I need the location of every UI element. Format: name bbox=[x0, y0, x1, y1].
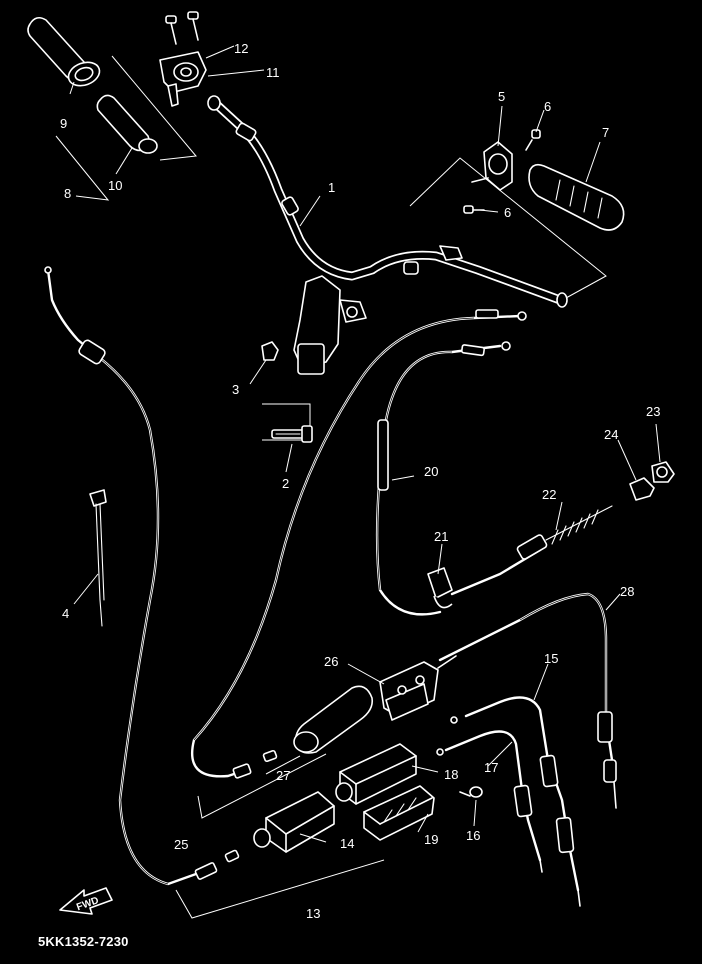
junction-cover[interactable] bbox=[293, 685, 374, 754]
throttle-cable-long[interactable] bbox=[44, 266, 240, 886]
callout-23: 23 bbox=[646, 404, 660, 419]
callout-19: 19 bbox=[424, 832, 438, 847]
bolt-cap[interactable] bbox=[261, 341, 279, 361]
callout-2: 2 bbox=[282, 476, 289, 491]
callout-7: 7 bbox=[602, 125, 609, 140]
leader-lines bbox=[69, 45, 661, 843]
handlebar[interactable] bbox=[207, 95, 568, 308]
callout-18: 18 bbox=[444, 767, 458, 782]
starter-cable[interactable] bbox=[438, 592, 617, 809]
damper-19[interactable] bbox=[363, 785, 435, 841]
mount-bolt[interactable] bbox=[262, 403, 313, 443]
callout-8: 8 bbox=[64, 186, 71, 201]
callout-9: 9 bbox=[60, 116, 67, 131]
callout-3: 3 bbox=[232, 382, 239, 397]
callout-21: 21 bbox=[434, 529, 448, 544]
callout-17: 17 bbox=[484, 760, 498, 775]
callout-5: 5 bbox=[498, 89, 505, 104]
left-box-outline bbox=[55, 55, 197, 201]
callout-20: 20 bbox=[424, 464, 438, 479]
callout-14: 14 bbox=[340, 836, 354, 851]
callout-26: 26 bbox=[324, 654, 338, 669]
callouts: 1 2 3 4 5 6 6 7 8 9 10 11 12 13 14 15 16… bbox=[60, 41, 660, 921]
throttle-grip-tube[interactable] bbox=[96, 94, 158, 154]
callout-22: 22 bbox=[542, 487, 556, 502]
right-switch-housing[interactable] bbox=[471, 141, 513, 191]
right-box-outline bbox=[409, 157, 607, 299]
left-grip[interactable] bbox=[27, 16, 103, 90]
brake-cable[interactable] bbox=[375, 341, 511, 616]
bracket-25 bbox=[197, 753, 327, 819]
cable-15[interactable] bbox=[450, 696, 581, 907]
cable-adjuster[interactable] bbox=[450, 505, 613, 596]
callout-13: 13 bbox=[306, 906, 320, 921]
callout-25: 25 bbox=[174, 837, 188, 852]
callout-6a: 6 bbox=[544, 99, 551, 114]
handlebar-holder[interactable] bbox=[293, 275, 367, 375]
callout-11: 11 bbox=[266, 65, 280, 80]
bracket-13 bbox=[175, 859, 385, 919]
cable-junction[interactable] bbox=[379, 655, 457, 721]
damper-14[interactable] bbox=[253, 791, 335, 853]
damper-18[interactable] bbox=[335, 743, 417, 805]
callout-28: 28 bbox=[620, 584, 634, 599]
callout-10: 10 bbox=[108, 178, 122, 193]
callout-6b: 6 bbox=[504, 205, 511, 220]
callout-15: 15 bbox=[544, 651, 558, 666]
cable-holder[interactable] bbox=[427, 567, 453, 609]
right-grip[interactable] bbox=[528, 163, 625, 231]
callout-24: 24 bbox=[604, 427, 618, 442]
cable-17[interactable] bbox=[436, 730, 543, 873]
callout-1: 1 bbox=[328, 180, 335, 195]
screw-16[interactable] bbox=[459, 786, 483, 798]
adjuster-cap[interactable] bbox=[651, 461, 675, 483]
callout-27: 27 bbox=[276, 768, 290, 783]
throttle-housing[interactable] bbox=[159, 51, 207, 107]
fwd-arrow: FWD bbox=[59, 887, 113, 915]
callout-16: 16 bbox=[466, 828, 480, 843]
adjuster-nut[interactable] bbox=[629, 477, 655, 501]
callout-12: 12 bbox=[234, 41, 248, 56]
diagram-code: 5KK1352-7230 bbox=[38, 934, 129, 949]
cable-tie[interactable] bbox=[89, 489, 107, 627]
callout-4: 4 bbox=[62, 606, 69, 621]
housing-screws[interactable] bbox=[165, 11, 199, 45]
cable-assembly[interactable] bbox=[191, 309, 527, 779]
